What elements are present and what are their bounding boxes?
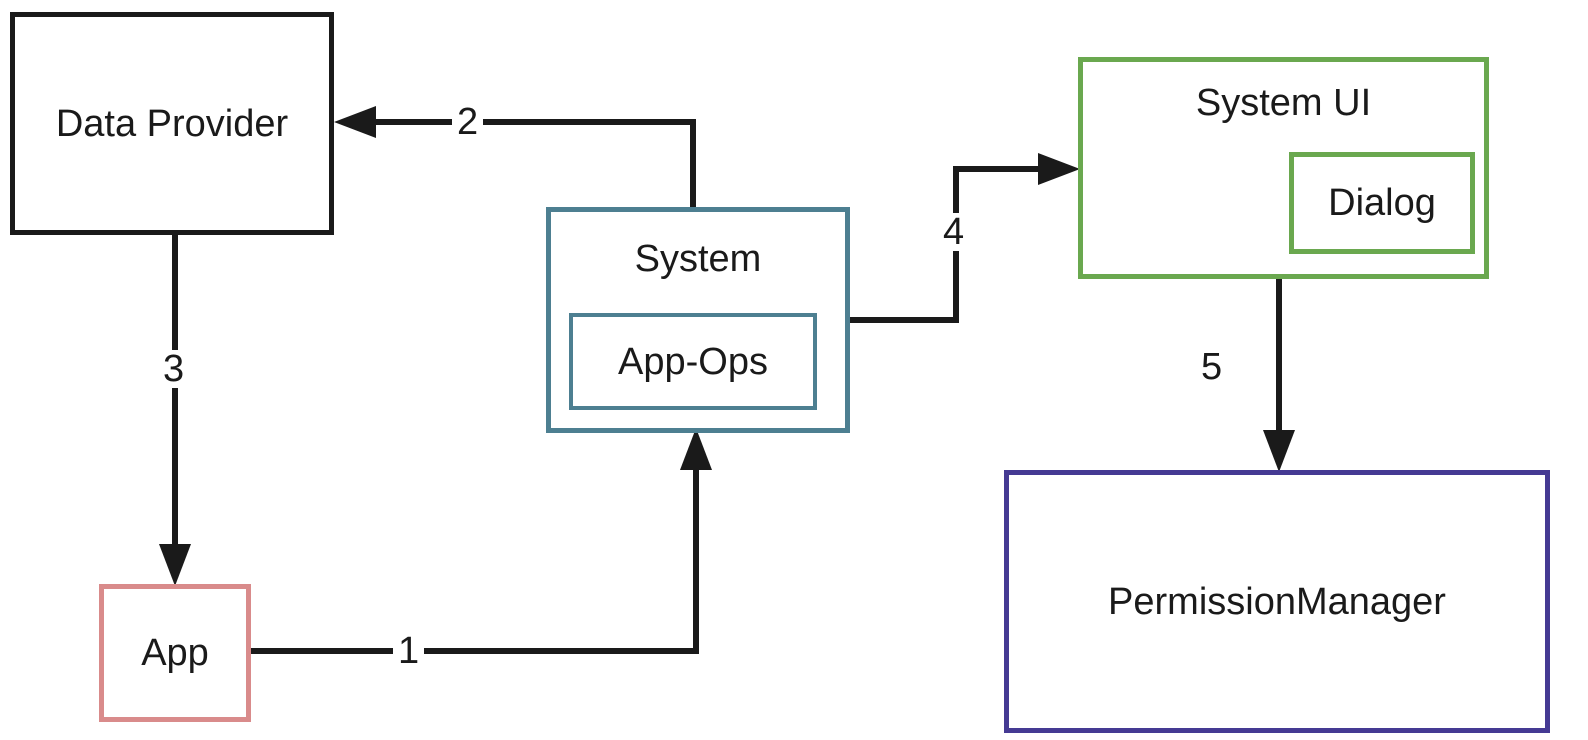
node-system-ui-label: System UI — [1195, 82, 1372, 124]
node-app-ops-label: App-Ops — [618, 340, 768, 383]
node-app-label: App — [141, 632, 209, 674]
edge-4-arrowhead — [1038, 153, 1080, 185]
node-permission-manager-label: PermissionManager — [1108, 580, 1446, 623]
edge-3-label: 3 — [158, 350, 190, 388]
node-system-label: System — [634, 238, 762, 280]
edge-5-arrowhead — [1263, 430, 1295, 472]
edge-1-arrowhead — [680, 428, 712, 470]
edge-5-group — [1263, 279, 1295, 472]
edge-1-group — [251, 428, 712, 654]
edge-3-arrowhead — [159, 544, 191, 586]
node-app[interactable]: App — [99, 584, 251, 722]
edge-2-path — [358, 119, 696, 207]
edge-2-label: 2 — [452, 103, 484, 141]
edge-2-arrowhead — [334, 106, 376, 138]
edge-1-label: 1 — [393, 632, 425, 670]
edge-4-label: 4 — [938, 213, 970, 251]
edge-1-path — [251, 452, 699, 654]
edge-5-label: 5 — [1196, 348, 1228, 386]
node-dialog[interactable]: Dialog — [1289, 152, 1475, 254]
node-data-provider[interactable]: Data Provider — [10, 12, 334, 235]
edge-2-group — [334, 106, 696, 207]
node-permission-manager[interactable]: PermissionManager — [1004, 470, 1550, 733]
edge-3-group — [159, 235, 191, 586]
node-dialog-label: Dialog — [1328, 182, 1436, 224]
node-app-ops[interactable]: App-Ops — [569, 313, 817, 410]
node-data-provider-label: Data Provider — [55, 102, 289, 145]
